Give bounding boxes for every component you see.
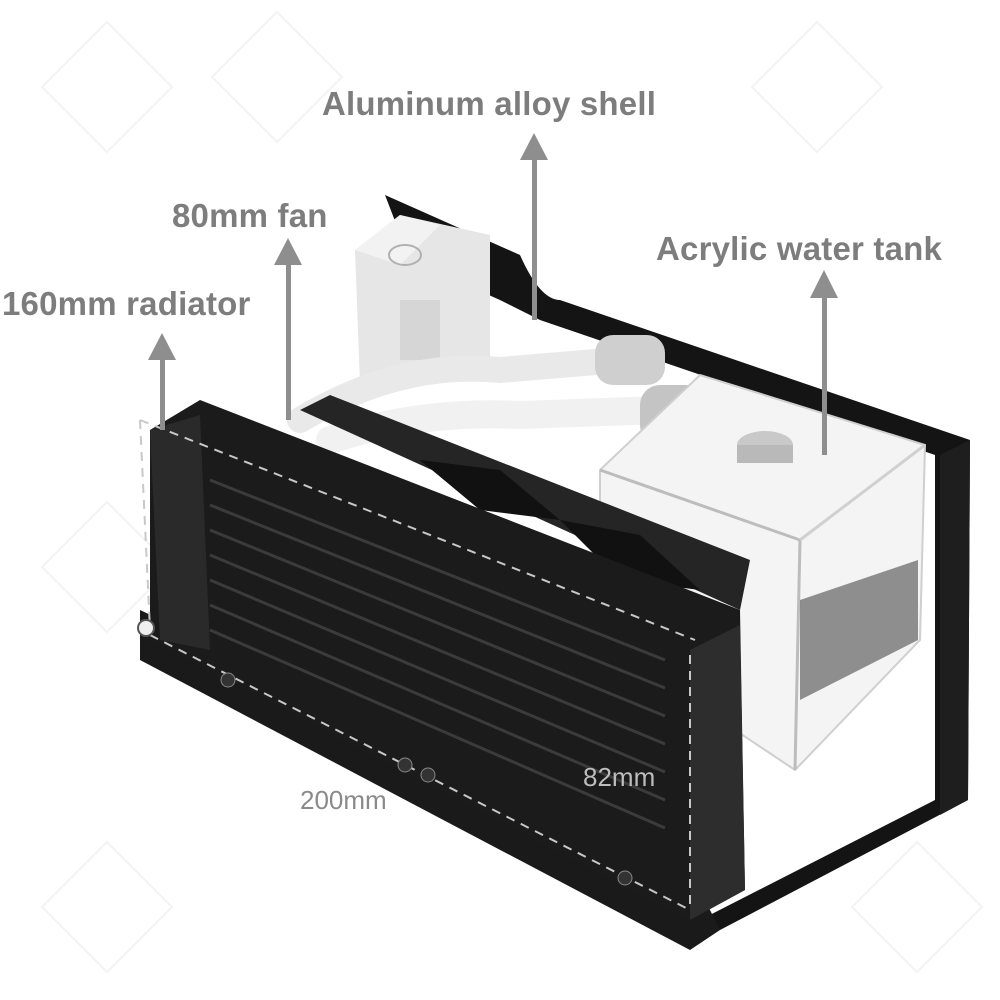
annotation-arrows	[148, 133, 838, 455]
controller-box	[355, 215, 490, 385]
label-160mm-radiator: 160mm radiator	[2, 285, 251, 322]
dimension-width: 200mm	[300, 785, 387, 815]
dimension-height: 82mm	[583, 762, 656, 792]
up-arrow	[520, 133, 548, 320]
fans	[300, 395, 750, 610]
up-arrow	[810, 270, 838, 455]
up-arrow	[148, 333, 176, 430]
label-aluminum-shell: Aluminum alloy shell	[322, 85, 657, 122]
label-acrylic-water-tank: Acrylic water tank	[656, 230, 943, 267]
up-arrow	[274, 238, 302, 420]
label-80mm-fan: 80mm fan	[172, 197, 328, 234]
radiator	[137, 400, 745, 920]
